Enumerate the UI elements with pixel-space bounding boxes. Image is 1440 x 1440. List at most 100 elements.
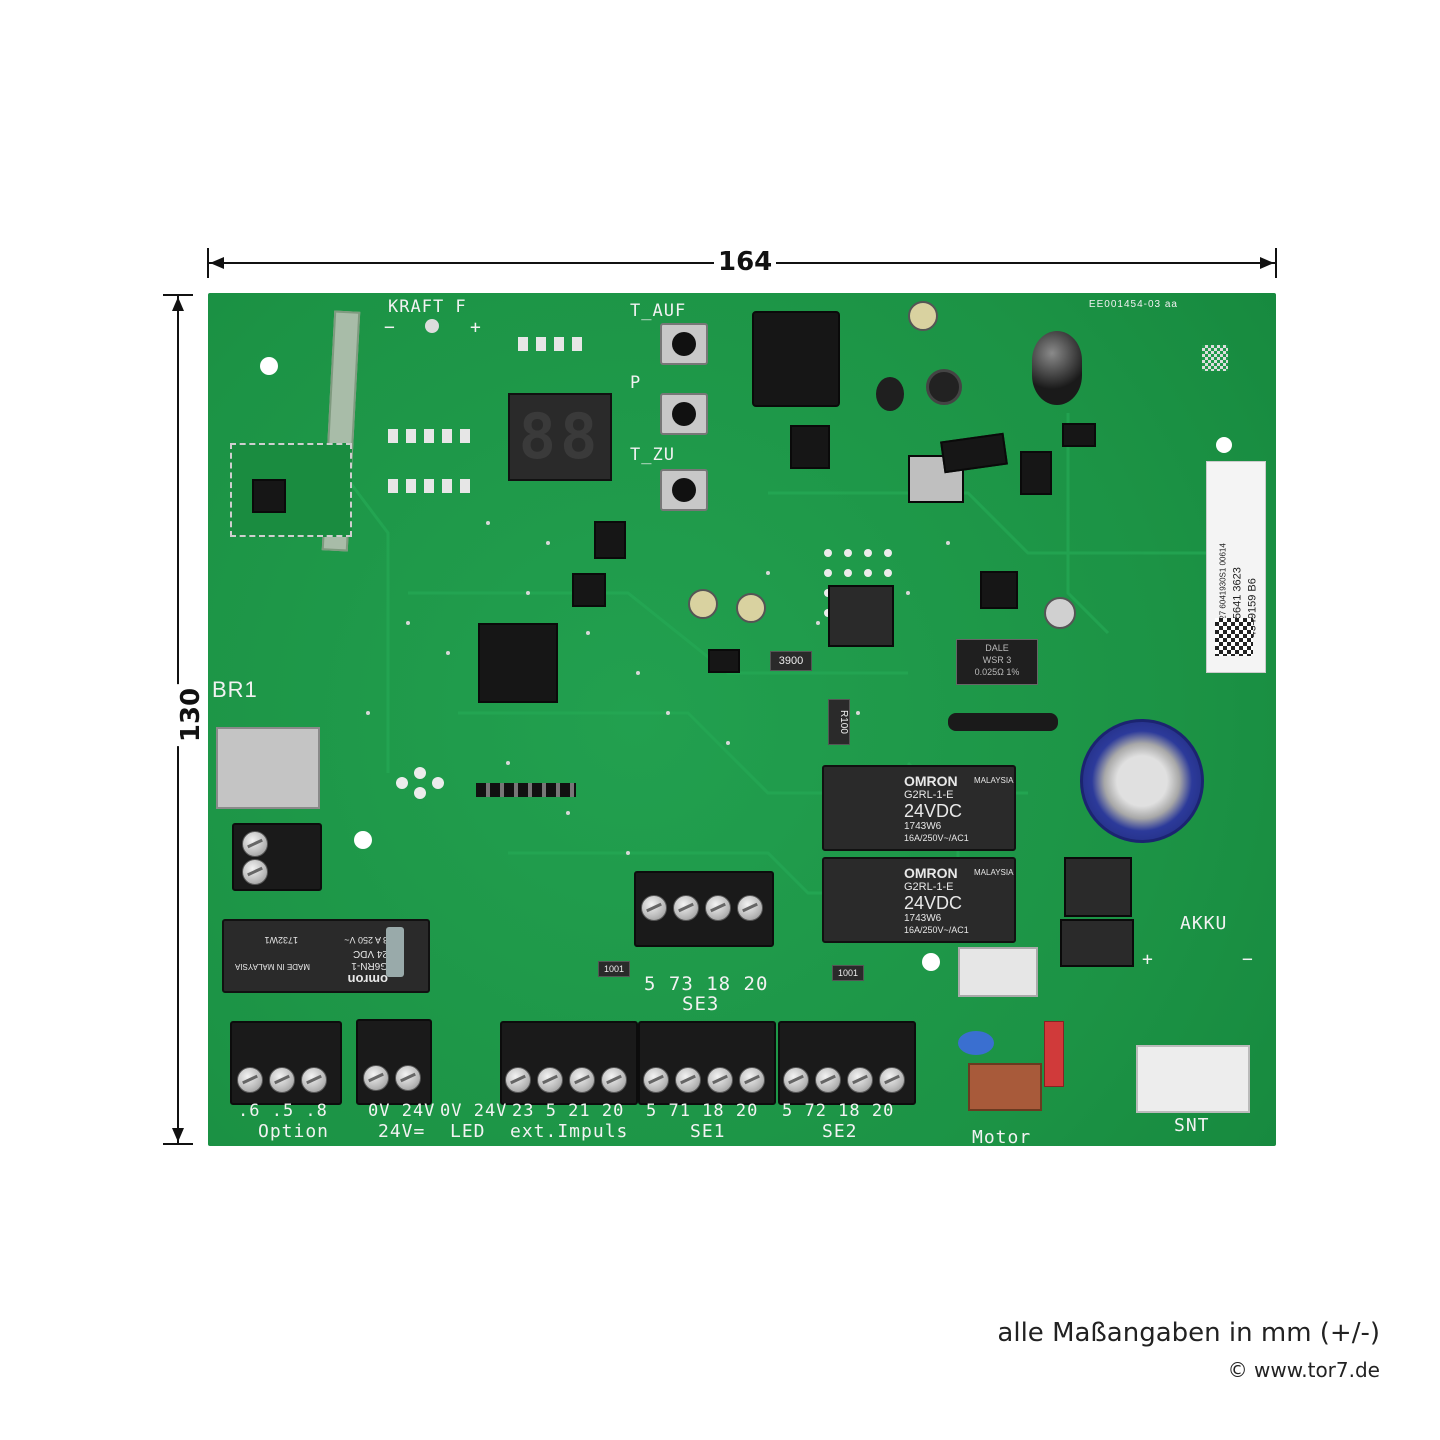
relay-voltage: 24VDC bbox=[904, 801, 963, 821]
mounting-hole bbox=[1216, 437, 1232, 453]
relay-origin: MALAYSIA bbox=[974, 776, 1014, 785]
akku-label: AKKU bbox=[1180, 913, 1228, 934]
p-label: P bbox=[630, 373, 642, 393]
terminal-name: LED bbox=[450, 1121, 486, 1142]
relay-origin: MALAYSIA bbox=[974, 868, 1014, 877]
capacitor bbox=[688, 589, 718, 619]
power-transistor bbox=[828, 585, 894, 647]
terminal-pins: 5 72 18 20 bbox=[782, 1101, 895, 1121]
rj-connector bbox=[752, 311, 840, 407]
t-auf-label: T_AUF bbox=[630, 301, 687, 321]
fuse-holder bbox=[1064, 857, 1132, 917]
power-diode bbox=[948, 713, 1058, 731]
p-button[interactable] bbox=[660, 393, 708, 435]
capacitor bbox=[736, 593, 766, 623]
24v-terminal[interactable] bbox=[356, 1019, 432, 1105]
t-zu-button[interactable] bbox=[660, 469, 708, 511]
capacitor bbox=[876, 377, 904, 411]
resistor-1001: 1001 bbox=[598, 961, 630, 977]
terminal-name: SE1 bbox=[690, 1121, 726, 1142]
transistor bbox=[1020, 451, 1052, 495]
copyright: © www.tor7.de bbox=[1227, 1358, 1380, 1382]
dale-line: WSR 3 bbox=[982, 655, 1012, 665]
mounting-hole bbox=[354, 831, 372, 849]
ic-chip bbox=[980, 571, 1018, 609]
transistor bbox=[708, 649, 740, 673]
terminal-pins: 0V 24V bbox=[440, 1101, 508, 1121]
relay-brand: omron bbox=[347, 972, 388, 987]
diode bbox=[1062, 423, 1096, 447]
kraft-label: KRAFT F bbox=[388, 297, 467, 317]
se2-terminal[interactable] bbox=[778, 1021, 916, 1105]
dale-line: 0.025Ω 1% bbox=[974, 667, 1020, 677]
varistor bbox=[1044, 1021, 1064, 1087]
se3-label: SE3 bbox=[682, 993, 720, 1015]
se1-terminal[interactable] bbox=[638, 1021, 776, 1105]
seven-segment-display: 88 bbox=[508, 393, 612, 481]
electrolytic-capacitor bbox=[1032, 331, 1082, 405]
resistor-r100: R100 bbox=[828, 699, 850, 745]
ext-impuls-terminal[interactable] bbox=[500, 1021, 638, 1105]
mounting-hole bbox=[260, 357, 278, 375]
circuit-board: EE001454-03 aa KRAFT F − + 88 T_AUF P T_… bbox=[208, 293, 1276, 1146]
transistor bbox=[790, 425, 830, 469]
terminal-pins: 23 5 21 20 bbox=[512, 1101, 625, 1121]
smd-row bbox=[388, 479, 478, 493]
serial-sticker: 805327 6041930S1 00614 4055641 3623 4549… bbox=[1206, 461, 1266, 673]
qr-code bbox=[1202, 345, 1228, 371]
resistor-3900: 3900 bbox=[770, 651, 812, 671]
sticker-line: 4055641 3623 bbox=[1231, 567, 1244, 638]
regulator bbox=[908, 455, 964, 503]
radio-chip bbox=[252, 479, 286, 513]
relay-voltage: 24 VDC bbox=[352, 948, 388, 959]
kraft-minus: − bbox=[384, 317, 396, 338]
terminal-name: SE2 bbox=[822, 1121, 858, 1142]
relay-model: G2RL-1-E bbox=[904, 789, 954, 801]
qr-code bbox=[1215, 618, 1253, 656]
inductor bbox=[926, 369, 962, 405]
capacitor bbox=[1044, 597, 1076, 629]
terminal-pins: 0V 24V bbox=[368, 1101, 436, 1121]
br1-terminal[interactable] bbox=[216, 727, 320, 809]
relay-2: OMRON MALAYSIA G2RL-1-E 24VDC 1743W6 16A… bbox=[822, 857, 1016, 943]
ic-chip bbox=[594, 521, 626, 559]
terminal-pins: .6 .5 .8 bbox=[238, 1101, 328, 1121]
pin-header bbox=[476, 783, 576, 797]
se3-terminal[interactable] bbox=[634, 871, 774, 947]
motor-connector[interactable] bbox=[968, 1063, 1042, 1111]
shunt-resistor: DALE WSR 3 0.025Ω 1% bbox=[956, 639, 1038, 685]
option-terminal[interactable] bbox=[230, 1021, 342, 1105]
terminal-name: ext.Impuls bbox=[510, 1121, 629, 1142]
measurement-note: alle Maßangaben in mm (+/-) bbox=[997, 1318, 1380, 1348]
capacitor bbox=[908, 301, 938, 331]
t-zu-label: T_ZU bbox=[630, 445, 675, 465]
fuse-holder bbox=[1060, 919, 1134, 967]
relay-1: OMRON MALAYSIA G2RL-1-E 24VDC 1743W6 16A… bbox=[822, 765, 1016, 851]
snt-label: SNT bbox=[1174, 1115, 1210, 1136]
width-dimension: 164 bbox=[714, 247, 777, 277]
relay-origin: MADE IN MALAYSIA bbox=[235, 962, 310, 971]
br2-terminal[interactable] bbox=[232, 823, 322, 891]
relay-rating: 16A/250V~/AC1 bbox=[904, 833, 969, 843]
snt-connector[interactable] bbox=[1136, 1045, 1250, 1113]
capacitor bbox=[958, 1031, 994, 1055]
ic-chip bbox=[572, 573, 606, 607]
terminal-name: 24V= bbox=[378, 1121, 426, 1142]
relay-rating: 16A/250V~/AC1 bbox=[904, 925, 969, 935]
relay-code: 1732W1 bbox=[264, 935, 298, 945]
white-connector[interactable] bbox=[958, 947, 1038, 997]
kraft-potentiometer[interactable] bbox=[425, 319, 439, 333]
relay-model: G2RL-1-E bbox=[904, 881, 954, 893]
resistor-1001: 1001 bbox=[832, 965, 864, 981]
relay-brand: OMRON bbox=[904, 865, 958, 881]
mounting-hole bbox=[922, 953, 940, 971]
smd-row bbox=[388, 429, 478, 443]
microcontroller bbox=[478, 623, 558, 703]
relay-model: G6RN-1 bbox=[351, 960, 388, 971]
board-id: EE001454-03 aa bbox=[1088, 299, 1178, 310]
relay-brand: OMRON bbox=[904, 773, 958, 789]
relay-code: 1743W6 bbox=[904, 821, 942, 832]
dale-line: DALE bbox=[985, 643, 1009, 653]
sticker-line: 4549159 B6 bbox=[1246, 578, 1259, 638]
t-auf-button[interactable] bbox=[660, 323, 708, 365]
